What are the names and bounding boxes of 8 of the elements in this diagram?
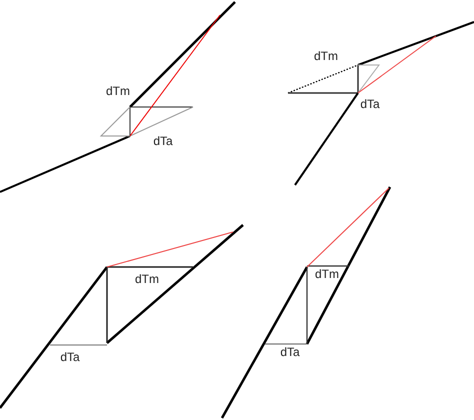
variable-label: dTa — [280, 345, 300, 359]
variable-label: dTa — [60, 350, 80, 364]
variable-label: dTm — [106, 84, 130, 98]
variable-label: dTa — [360, 97, 380, 111]
variable-label: dTa — [153, 134, 173, 148]
variable-label: dTm — [135, 272, 159, 286]
variable-label: dTm — [315, 267, 339, 281]
variable-label: dTm — [314, 49, 338, 63]
